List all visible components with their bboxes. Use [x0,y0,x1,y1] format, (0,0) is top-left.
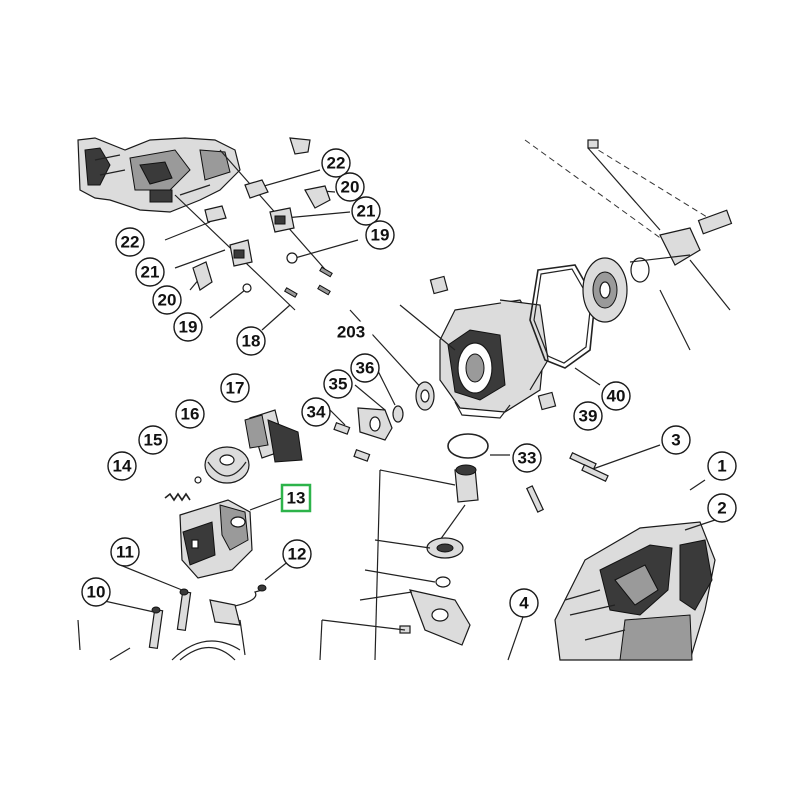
svg-text:35: 35 [329,375,348,394]
callout-22-lower[interactable]: 22 [115,227,145,257]
spindle-assembly [524,139,733,351]
callout-40[interactable]: 40 [601,381,631,411]
svg-text:19: 19 [179,318,198,337]
svg-text:14: 14 [113,457,132,476]
svg-text:2: 2 [717,499,726,518]
svg-text:34: 34 [307,403,326,422]
callout-1[interactable]: 1 [707,451,737,481]
svg-text:17: 17 [226,379,245,398]
callout-20-upper[interactable]: 20 [335,172,365,202]
svg-text:203: 203 [337,323,365,342]
callout-2[interactable]: 2 [707,493,737,523]
svg-text:39: 39 [579,407,598,426]
callout-18[interactable]: 18 [236,326,266,356]
spring [164,492,191,502]
gear-housing [429,275,557,419]
callout-11[interactable]: 11 [110,537,140,567]
callout-39[interactable]: 39 [573,401,603,431]
svg-text:19: 19 [371,226,390,245]
svg-text:16: 16 [181,405,200,424]
callout-19-upper[interactable]: 19 [365,220,395,250]
svg-text:3: 3 [671,431,680,450]
svg-text:40: 40 [607,387,626,406]
motor-housing-fragment [77,137,311,213]
bearing-group [333,381,435,462]
callout-15[interactable]: 15 [138,425,168,455]
callout-12[interactable]: 12 [282,539,312,569]
svg-text:10: 10 [87,583,106,602]
svg-text:4: 4 [519,594,529,613]
callout-13-highlighted[interactable]: 13 [280,483,312,513]
svg-text:22: 22 [327,154,346,173]
svg-text:20: 20 [341,178,360,197]
gear-wheel [204,446,250,484]
svg-text:12: 12 [288,545,307,564]
svg-text:11: 11 [116,543,134,562]
svg-text:1: 1 [717,457,726,476]
callout-21-upper[interactable]: 21 [351,196,381,226]
svg-text:36: 36 [356,359,375,378]
ball-bearing-small [194,476,202,484]
carbon-brush-group [77,559,291,661]
callout-35[interactable]: 35 [323,369,353,399]
tool-body [507,479,716,661]
trigger-switch [179,497,283,579]
svg-text:22: 22 [121,233,140,252]
callout-33[interactable]: 33 [512,443,542,473]
callout-16[interactable]: 16 [175,399,205,429]
callout-4[interactable]: 4 [509,588,539,618]
callout-36[interactable]: 36 [350,353,380,383]
svg-text:18: 18 [242,332,261,351]
svg-text:20: 20 [158,291,177,310]
o-ring [447,433,489,459]
callout-19-lower[interactable]: 19 [173,312,203,342]
flange-disk [582,257,650,323]
slide-switch-part [244,409,303,463]
svg-text:15: 15 [144,431,163,450]
callout-20-lower[interactable]: 20 [152,285,182,315]
brush-holder-upper [192,179,333,298]
screws [525,451,609,513]
svg-text:13: 13 [287,489,306,508]
svg-text:33: 33 [518,449,537,468]
lower-shaft-assembly [319,464,479,661]
callout-10[interactable]: 10 [81,577,111,607]
callout-14[interactable]: 14 [107,451,137,481]
svg-text:21: 21 [141,263,160,282]
callouts: 22 20 21 19 22 21 20 19 18 203 36 35 34 … [81,148,737,618]
callout-34[interactable]: 34 [301,397,331,427]
callout-203[interactable]: 203 [329,321,373,343]
svg-text:21: 21 [357,202,376,221]
gasket [529,264,596,369]
callout-3[interactable]: 3 [661,425,691,455]
callout-22-upper[interactable]: 22 [321,148,351,178]
callout-21-lower[interactable]: 21 [135,257,165,287]
callout-17[interactable]: 17 [220,373,250,403]
